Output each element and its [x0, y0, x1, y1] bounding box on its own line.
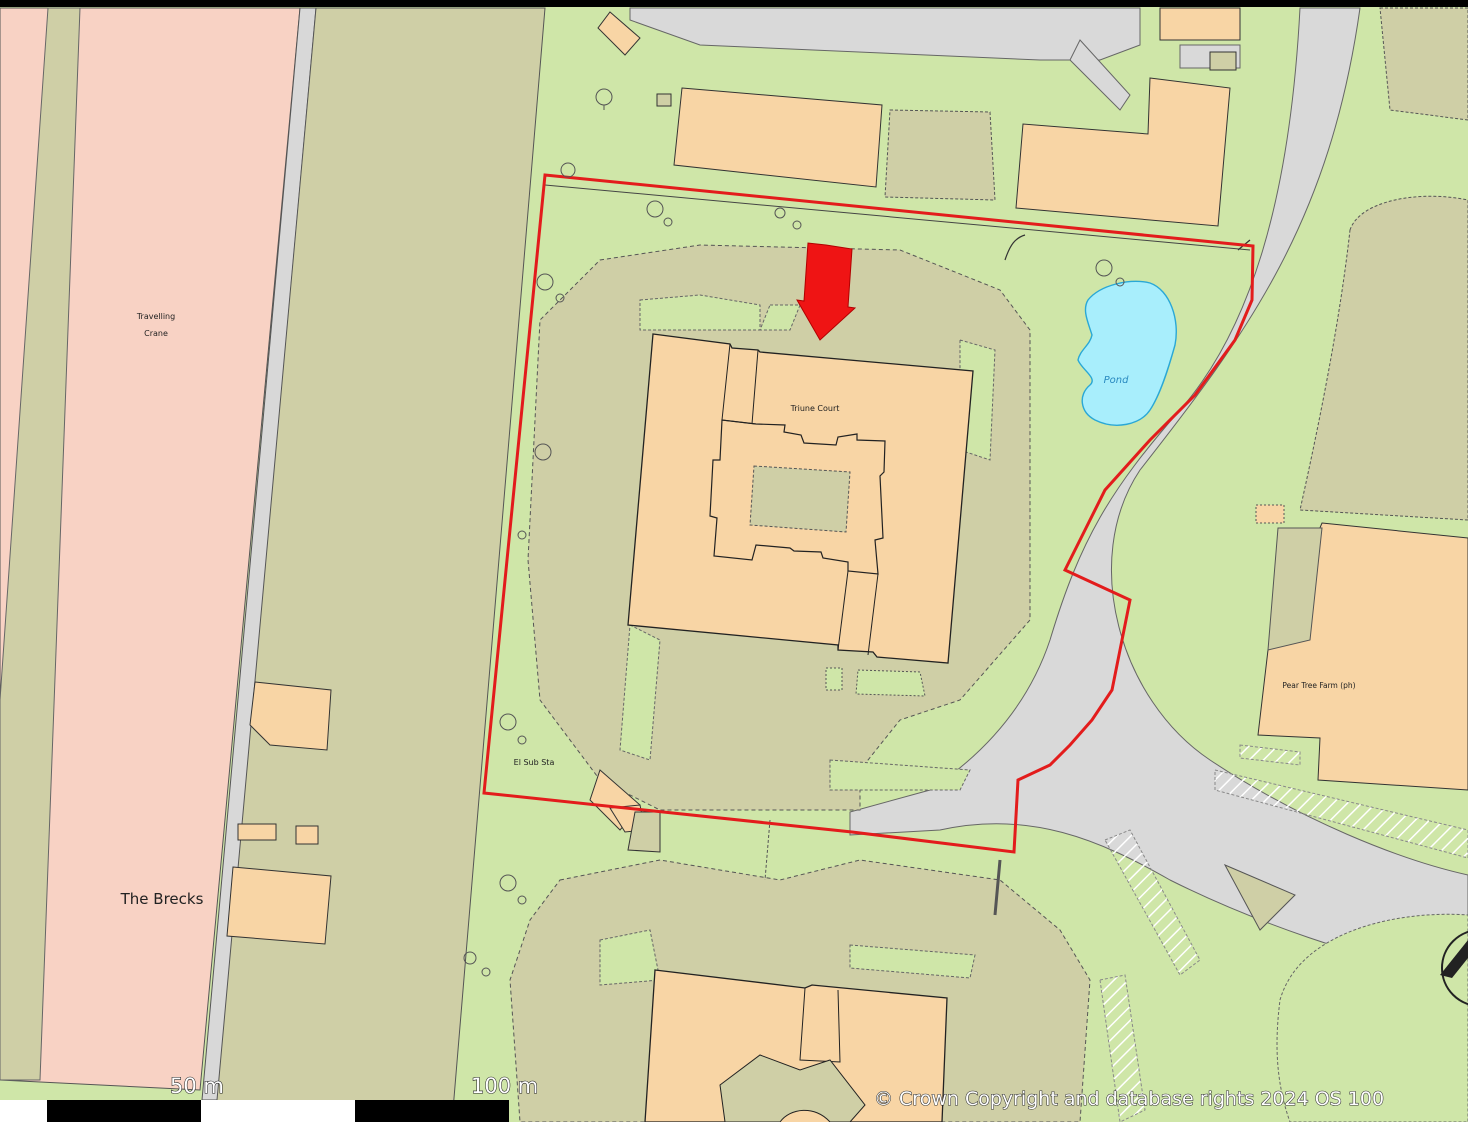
building	[1255, 504, 1285, 524]
parking-hatch	[1214, 769, 1468, 859]
road	[849, 7, 1468, 981]
building	[1015, 77, 1231, 227]
traffic-island	[1223, 863, 1296, 931]
building	[237, 823, 277, 841]
scale-label-50: 50 m	[170, 1074, 224, 1098]
building	[673, 87, 883, 188]
path	[544, 184, 1251, 251]
label-crane: Crane	[144, 329, 168, 338]
building	[249, 681, 332, 751]
paved-area	[884, 109, 996, 201]
scale-bar: 50 m 100 m	[0, 1073, 539, 1122]
site-boundary[interactable]	[482, 173, 1255, 854]
building-outline	[799, 987, 841, 1063]
building-outline	[719, 1054, 866, 1122]
grass	[619, 624, 661, 761]
label-pear-tree-farm: Pear Tree Farm (ph)	[1282, 681, 1355, 690]
grass	[829, 759, 971, 791]
building-outline	[837, 570, 849, 651]
rail-strip	[0, 7, 81, 1081]
label-travelling: Travelling	[136, 312, 175, 321]
grass	[849, 944, 976, 979]
paved-area	[1379, 7, 1468, 121]
label-el-sub-sta: El Sub Sta	[514, 758, 555, 767]
label-pond: Pond	[1104, 375, 1129, 386]
building	[597, 11, 641, 56]
paved-area	[855, 669, 926, 697]
building-outline	[751, 349, 759, 425]
copyright-notice: © Crown Copyright and database rights 20…	[874, 1088, 1384, 1110]
building	[825, 667, 843, 691]
building	[226, 866, 332, 945]
building-outline	[867, 573, 879, 656]
path	[1004, 234, 1026, 261]
label-the-brecks: The Brecks	[120, 890, 204, 908]
tree-icon	[463, 88, 1125, 977]
grass	[759, 304, 801, 331]
building-outline	[779, 1109, 831, 1122]
building	[1209, 51, 1237, 71]
paved-area	[1267, 527, 1323, 651]
scale-label-100: 100 m	[471, 1074, 538, 1098]
pond	[1077, 280, 1177, 426]
courtyard	[749, 465, 851, 533]
road	[1069, 39, 1131, 111]
north-arrow-icon	[1440, 930, 1468, 1006]
grass	[599, 929, 661, 986]
building	[656, 93, 672, 107]
location-arrow-icon	[796, 242, 857, 341]
parking-hatch	[1104, 829, 1201, 976]
top-edge	[0, 0, 1468, 7]
path	[993, 859, 1002, 916]
industrial-area	[0, 7, 301, 1091]
label-triune-court: Triune Court	[790, 404, 840, 413]
grass	[639, 294, 761, 331]
parking-hatch	[1099, 974, 1146, 1122]
path	[764, 819, 771, 881]
building	[1159, 7, 1241, 41]
building	[295, 825, 319, 845]
courtyard-outline	[709, 419, 886, 575]
paved-area	[1299, 195, 1468, 521]
parking-hatch	[1239, 744, 1301, 766]
